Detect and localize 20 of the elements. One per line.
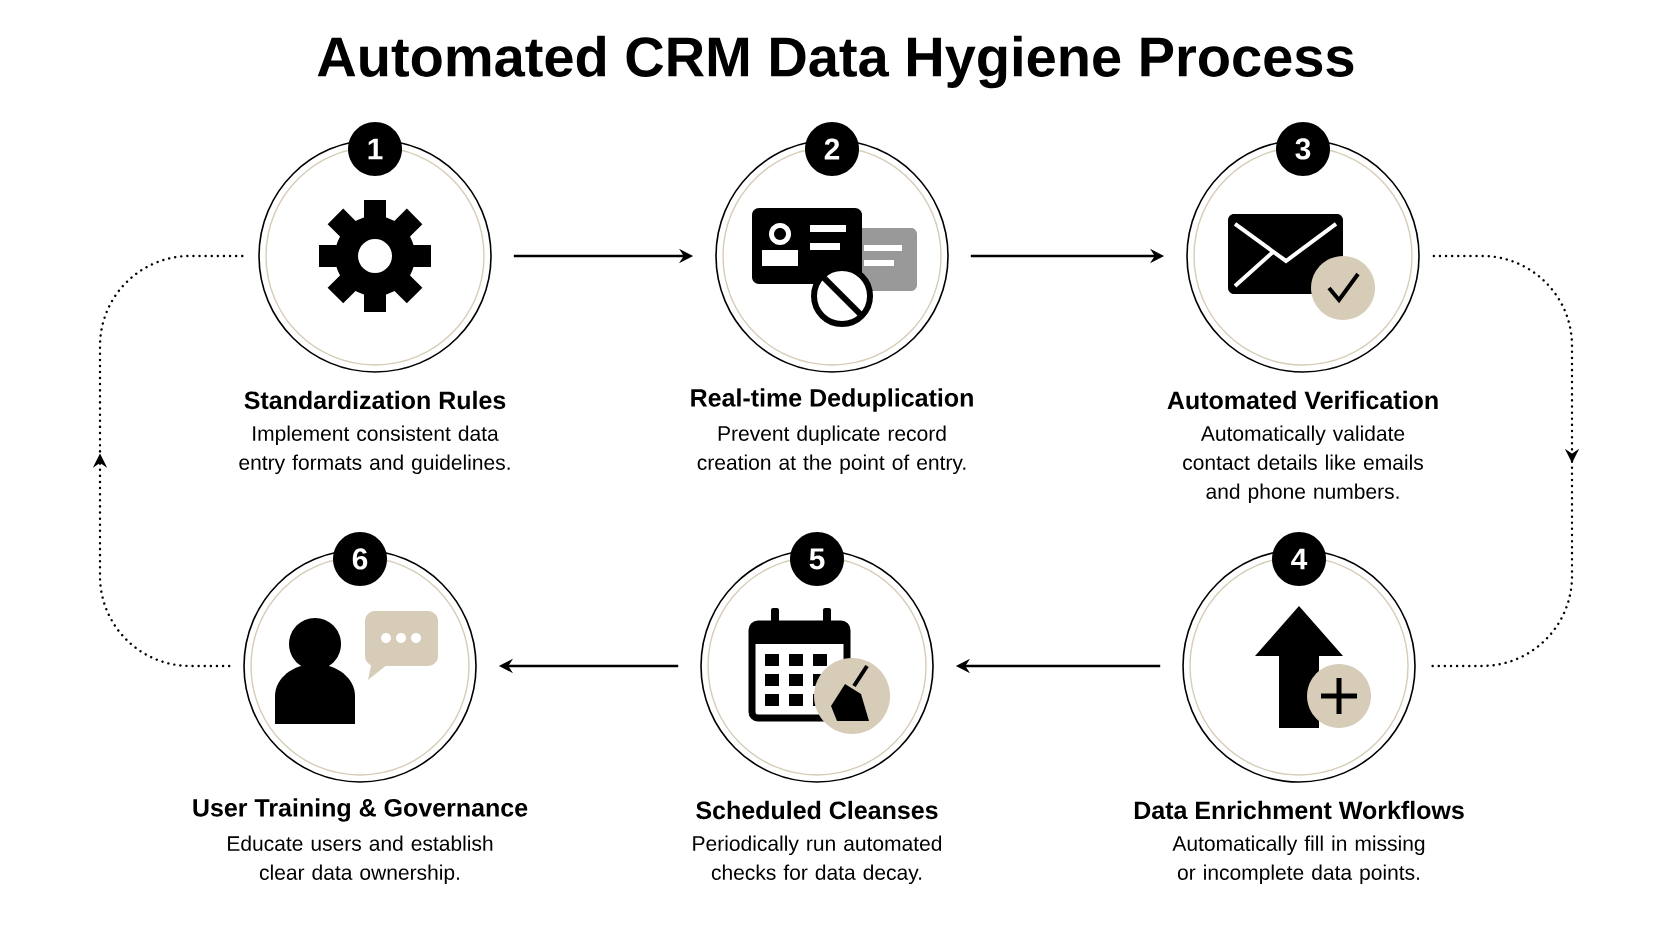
step-description: Periodically run automated checks for data decay. [693,835,942,885]
number-badge: 3 [1276,122,1330,176]
number-badge: 6 [333,532,387,586]
step-heading: Real-time Deduplication [691,388,973,412]
step-heading: Scheduled Cleanses [696,800,938,820]
number-badge: 4 [1272,532,1326,586]
step-description: Automatically validate contact details like emails and phone numbers. [1183,425,1423,504]
step-description: Implement consistent data entry formats and guidelines. [239,425,510,475]
step-heading: Standardization Rules [244,390,506,410]
step-description: Educate users and establish clear data ownership. [228,835,493,885]
number-badge: 5 [790,532,844,586]
number-badge: 2 [805,122,859,176]
step-description: Prevent duplicate record creation at the point of entry. [697,425,966,475]
title: Automated CRM Data Hygiene Process [317,35,1354,89]
number-badge: 1 [348,122,402,176]
step-heading: Data Enrichment Workflows [1134,800,1464,820]
step-heading: User Training & Governance [193,798,528,822]
arrow [92,254,246,668]
step-heading: Automated Verification [1167,390,1438,410]
step-description: Automatically fill in missing or incomplete data points. [1172,835,1425,885]
